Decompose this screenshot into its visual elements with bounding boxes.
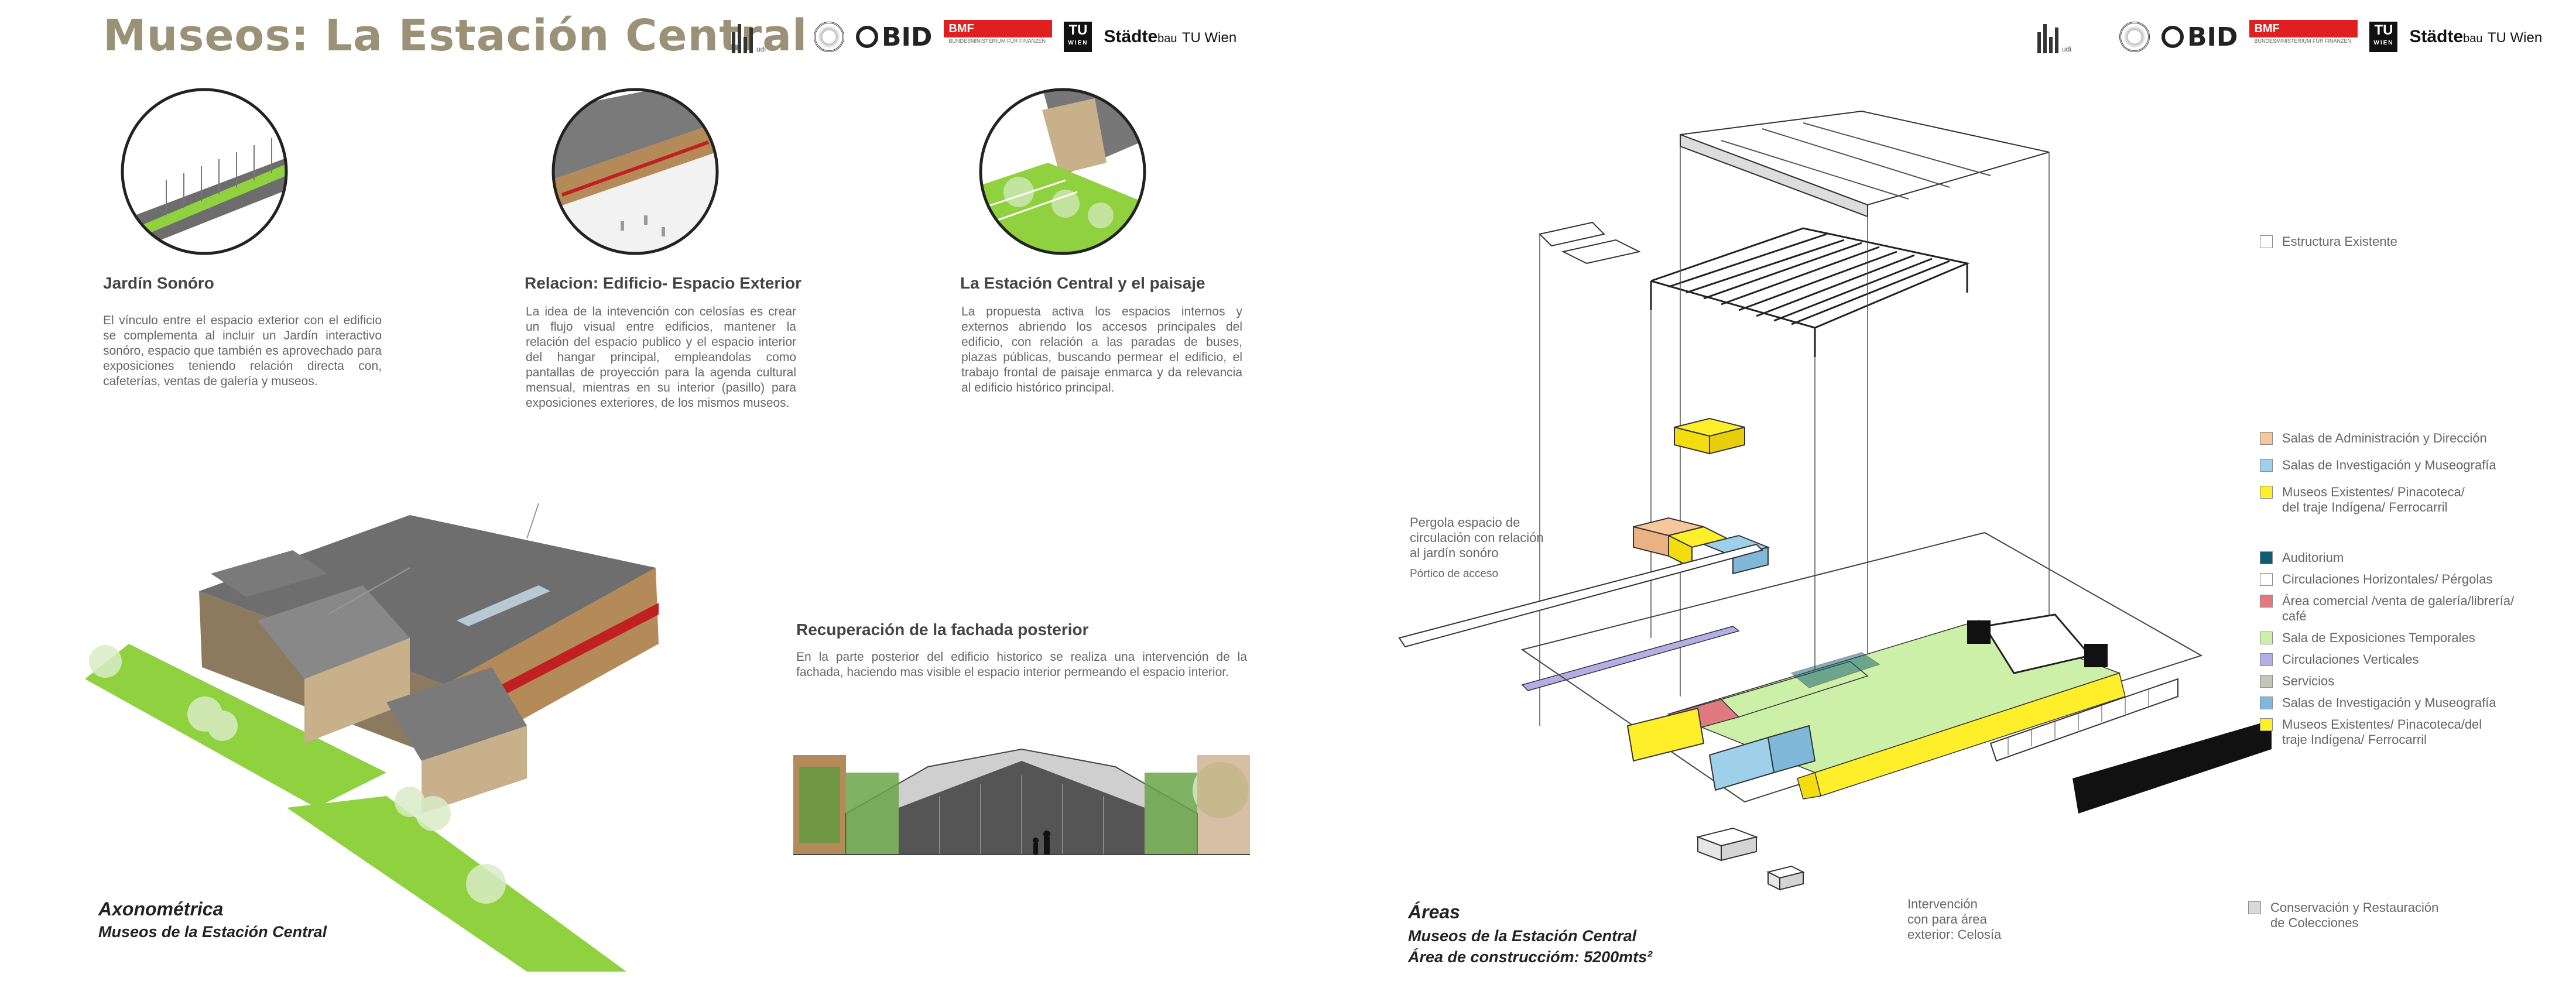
legend-item: Salas de Administración y Dirección [2260,431,2496,446]
celosia-annotation: Intervención con para área exterior: Cel… [1907,897,2002,942]
legend-swatch [2260,235,2273,248]
legend-group-lower: Auditorium Circulaciones Horizontales/ P… [2260,550,2514,747]
rear-facade-elevation [793,748,1250,855]
section-body-paisaje: La propuesta activa los espacios interno… [961,305,1242,394]
bid-logo: BID [856,22,932,52]
legend-conservation: Conservación y Restauración de Coleccion… [2248,900,2438,931]
university-seal-logo [814,22,844,52]
axon-caption-title: Axonométrica [98,898,224,919]
legend-item: Museos Existentes/ Pinacoteca/ del traje… [2260,485,2496,515]
areas-caption-subtitle: Museos de la Estación Central [1408,927,1637,945]
axon-caption-subtitle: Museos de la Estación Central [98,923,327,941]
university-seal-logo [2119,22,2150,52]
section-title-jardin: Jardín Sonóro [103,274,214,292]
legend-item: Circulaciones Verticales [2260,652,2514,667]
legend-item: Auditorium [2260,550,2514,565]
portico-annotation: Pórtico de acceso [1410,568,1499,580]
bid-logo: BID [2161,22,2238,52]
legend-item: Circulaciones Horizontales/ Pérgolas [2260,572,2514,587]
garden-detail-vignette [121,88,288,255]
section-body-relacion: La idea de la intevención con celosías e… [526,305,796,410]
udi-logo: udi [2037,20,2108,53]
legend-existing-structure: Estructura Existente [2260,234,2397,249]
facade-title: Recuperación de la fachada posterior [796,620,1089,639]
legend-item: Salas de Investigación y Museografía [2260,458,2496,473]
section-body-jardin: El vínculo entre el espacio exterior con… [103,314,382,388]
staedtebau-logo: Städtebau TU Wien [2409,27,2543,46]
legend-item: Sala de Exposiciones Temporales [2260,630,2514,646]
legend-item: Servicios [2260,674,2514,689]
areas-caption-title: Áreas [1408,901,1460,922]
page-title: Museos: La Estación Central [103,11,808,61]
exploded-areas-diagram [1398,110,2272,891]
section-title-relacion: Relacion: Edificio- Espacio Exterior [525,274,802,292]
facade-body: En la parte posterior del edificio histo… [796,650,1247,679]
landscape-access-vignette [979,88,1146,255]
areas-caption-area: Área de construccióm: 5200mts² [1408,948,1653,966]
building-exterior-vignette [551,88,719,255]
section-title-paisaje: La Estación Central y el paisaje [960,274,1205,292]
axonometric-illustration [85,503,659,972]
udi-logo: udi [732,20,802,53]
legend-item: Área comercial /venta de galería/librerí… [2260,593,2514,624]
pergola-annotation: Pergola espacio de circulación con relac… [1410,515,1544,560]
staedtebau-logo: Städtebau TU Wien [1104,27,1237,46]
legend-group-upper: Salas de Administración y Dirección Sala… [2260,431,2496,515]
legend-item: Museos Existentes/ Pinacoteca/del traje … [2260,717,2514,747]
legend-item: Salas de Investigación y Museografía [2260,695,2514,711]
